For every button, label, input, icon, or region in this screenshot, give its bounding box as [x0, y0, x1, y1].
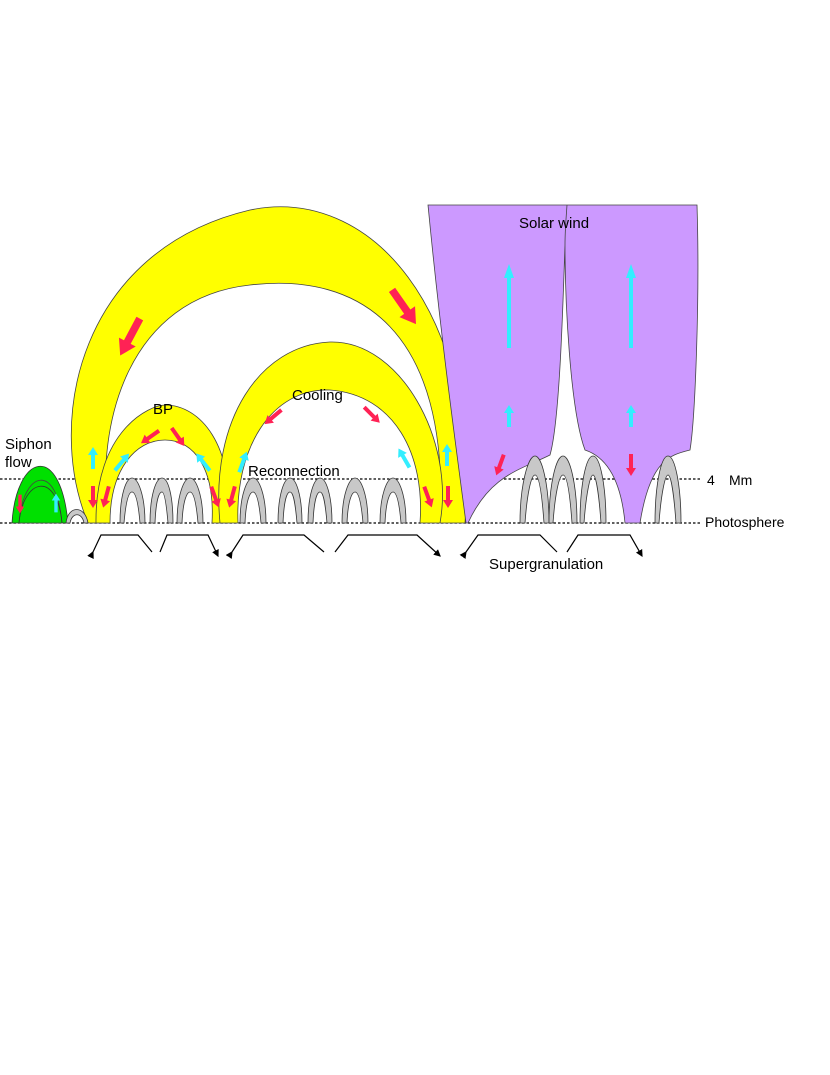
supergranulation-flows [87, 534, 643, 559]
siphon-label-line2: flow [5, 454, 32, 471]
photosphere-label: Photosphere [705, 514, 785, 530]
cooling-loop [218, 341, 443, 524]
solar-wind-label: Solar wind [519, 215, 589, 232]
small-loops [65, 455, 682, 524]
convection-cell-arrow [566, 534, 643, 558]
convection-cell-arrow [159, 534, 219, 558]
convection-cell-arrow [459, 534, 558, 559]
bright-point-loop [95, 404, 230, 524]
height-unit-label: Mm [729, 472, 752, 488]
height-value-label: 4 [707, 472, 715, 488]
cooling-label: Cooling [292, 387, 343, 404]
supergranulation-label: Supergranulation [489, 556, 603, 573]
convection-cell-arrow [225, 534, 325, 559]
convection-cell-arrow [87, 534, 153, 559]
convection-cell-arrow [334, 534, 441, 557]
reconnection-label: Reconnection [248, 463, 340, 480]
siphon-flow-loop [11, 465, 69, 524]
bp-label: BP [153, 401, 173, 418]
siphon-label-line1: Siphon [5, 436, 52, 453]
